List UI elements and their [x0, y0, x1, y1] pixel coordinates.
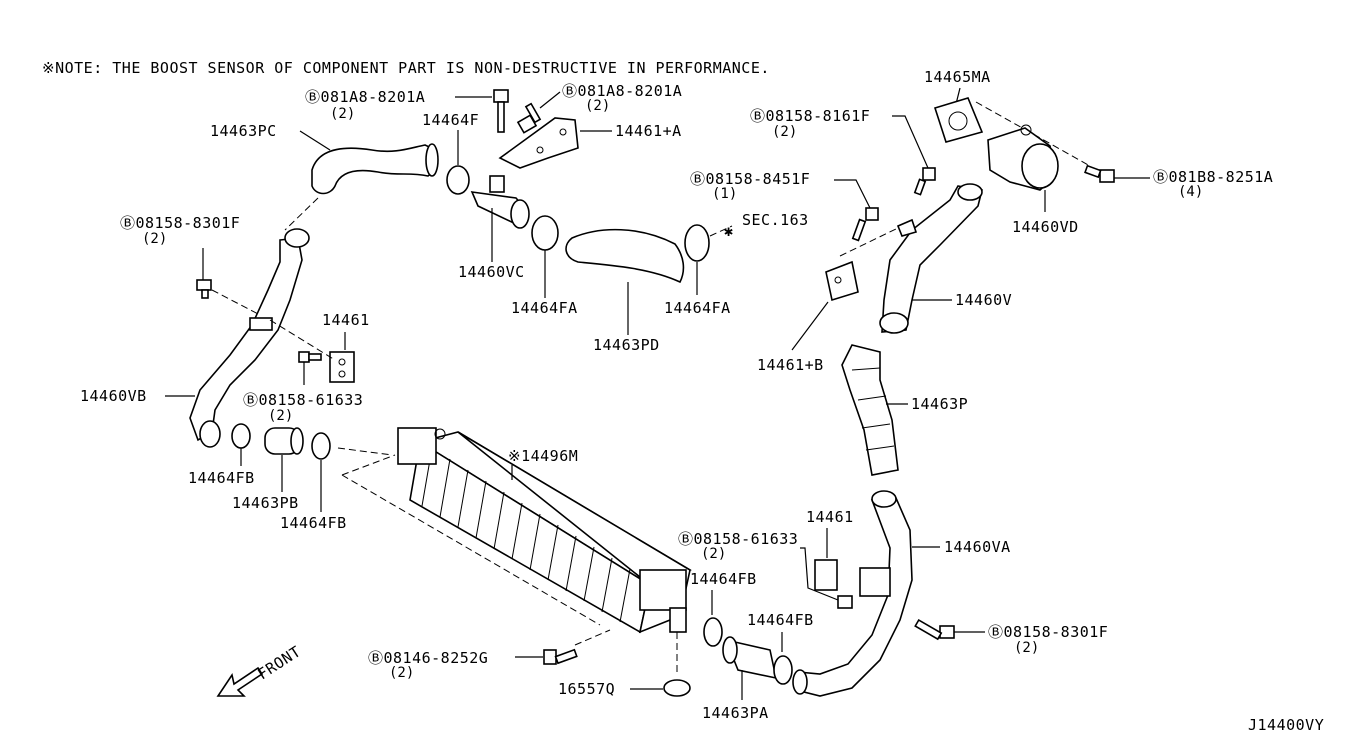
- bolt-08158-8301f-right[interactable]: [914, 618, 955, 641]
- intercooler-14496m[interactable]: [397, 427, 692, 634]
- label-081a8-8201a-right: Ⓑ081A8-8201A: [562, 82, 682, 100]
- label-14463pb: 14463PB: [232, 494, 299, 512]
- label-14496m: ※14496M: [508, 447, 578, 465]
- label-14463pc: 14463PC: [210, 122, 277, 140]
- label-081a8-8201a-left: Ⓑ081A8-8201A: [305, 88, 425, 106]
- bracket-14461a[interactable]: [498, 117, 579, 169]
- qty-08158-61633-left: (2): [268, 408, 293, 424]
- bolt-08158-8451f[interactable]: [851, 207, 879, 242]
- label-08146-8252g: Ⓑ08146-8252G: [368, 649, 488, 667]
- label-14460vd: 14460VD: [1012, 218, 1079, 236]
- label-08158-61633-left: Ⓑ08158-61633: [243, 391, 363, 409]
- bolt-081b8-8251a[interactable]: [1084, 164, 1115, 183]
- label-08158-8301f-right: Ⓑ08158-8301F: [988, 623, 1108, 641]
- pipe-14460va[interactable]: [792, 490, 913, 697]
- bracket-14461b[interactable]: [825, 260, 859, 302]
- hose-14463pd[interactable]: [565, 228, 685, 284]
- hose-14463pc[interactable]: [311, 143, 439, 195]
- hose-14463pa[interactable]: [722, 636, 778, 680]
- bracket-14461-right[interactable]: [814, 559, 891, 597]
- performance-note: ※NOTE: THE BOOST SENSOR OF COMPONENT PAR…: [42, 59, 770, 77]
- clamp-14464fb-1[interactable]: [231, 423, 251, 449]
- pipe-14460vd[interactable]: [987, 124, 1059, 191]
- label-14460va: 14460VA: [944, 538, 1011, 556]
- clamp-14464fa-2[interactable]: [684, 224, 710, 262]
- qty-08158-8451f: (1): [712, 186, 737, 202]
- bolt-08158-61633-left[interactable]: [298, 351, 322, 363]
- pipe-14460v[interactable]: [879, 183, 983, 334]
- bolt-08158-8301f-left[interactable]: [196, 279, 212, 299]
- label-14464fb-2: 14464FB: [280, 514, 347, 532]
- label-14461-left: 14461: [322, 311, 370, 329]
- label-08158-8161f: Ⓑ08158-8161F: [750, 107, 870, 125]
- label-14464fa-2: 14464FA: [664, 299, 731, 317]
- bolt-081a8-right[interactable]: [516, 102, 542, 134]
- bolt-08158-61633-right[interactable]: [837, 595, 853, 609]
- clamp-14464fb-4[interactable]: [773, 655, 793, 685]
- hose-14463pb[interactable]: [264, 427, 304, 455]
- arrow-sec163-icon: ✱: [724, 222, 734, 240]
- pipe-14460vb[interactable]: [189, 228, 310, 448]
- label-sec163: SEC.163: [742, 211, 809, 229]
- label-14464fb-1: 14464FB: [188, 469, 255, 487]
- hose-14463p[interactable]: [841, 344, 899, 476]
- clamp-14464fb-2[interactable]: [311, 432, 331, 460]
- label-16557q: 16557Q: [558, 680, 615, 698]
- label-14464fb-3: 14464FB: [690, 570, 757, 588]
- bolt-08158-8161f[interactable]: [913, 167, 936, 196]
- label-14464f: 14464F: [422, 111, 479, 129]
- clamp-14464fb-3[interactable]: [703, 617, 723, 647]
- label-14464fb-4: 14464FB: [747, 611, 814, 629]
- sensor-16557q[interactable]: [663, 607, 691, 697]
- label-14461b: 14461+B: [757, 356, 824, 374]
- label-14460vb: 14460VB: [80, 387, 147, 405]
- label-14461-right: 14461: [806, 508, 854, 526]
- bolt-081a8-left[interactable]: [493, 89, 509, 133]
- front-arrow-icon: [216, 666, 264, 697]
- pipe-14460vc[interactable]: [470, 175, 530, 229]
- qty-081b8-8251a: (4): [1178, 184, 1203, 200]
- label-14463p: 14463P: [911, 395, 968, 413]
- label-14460vc: 14460VC: [458, 263, 525, 281]
- qty-08158-8161f: (2): [772, 124, 797, 140]
- front-label: FRONT: [254, 642, 304, 683]
- bracket-14461-left[interactable]: [329, 351, 355, 383]
- qty-08146-8252g: (2): [389, 665, 414, 681]
- label-14465ma: 14465MA: [924, 68, 991, 86]
- label-14464fa-1: 14464FA: [511, 299, 578, 317]
- diagram-code: J14400VY: [1248, 716, 1324, 734]
- gasket-14465ma[interactable]: [933, 97, 984, 143]
- label-081b8-8251a: Ⓑ081B8-8251A: [1153, 168, 1273, 186]
- label-14463pa: 14463PA: [702, 704, 769, 722]
- bolt-08146-8252g[interactable]: [543, 648, 578, 665]
- label-14460v: 14460V: [955, 291, 1012, 309]
- qty-08158-8301f-right: (2): [1014, 640, 1039, 656]
- clamp-14464f[interactable]: [446, 165, 470, 195]
- label-08158-61633-right: Ⓑ08158-61633: [678, 530, 798, 548]
- qty-08158-61633-right: (2): [701, 546, 726, 562]
- clamp-14464fa-1[interactable]: [531, 215, 559, 251]
- label-08158-8301f-left: Ⓑ08158-8301F: [120, 214, 240, 232]
- label-14463pd: 14463PD: [593, 336, 660, 354]
- qty-08158-8301f-left: (2): [142, 231, 167, 247]
- label-08158-8451f: Ⓑ08158-8451F: [690, 170, 810, 188]
- qty-081a8-8201a-left: (2): [330, 106, 355, 122]
- qty-081a8-8201a-right: (2): [585, 98, 610, 114]
- label-14461a: 14461+A: [615, 122, 682, 140]
